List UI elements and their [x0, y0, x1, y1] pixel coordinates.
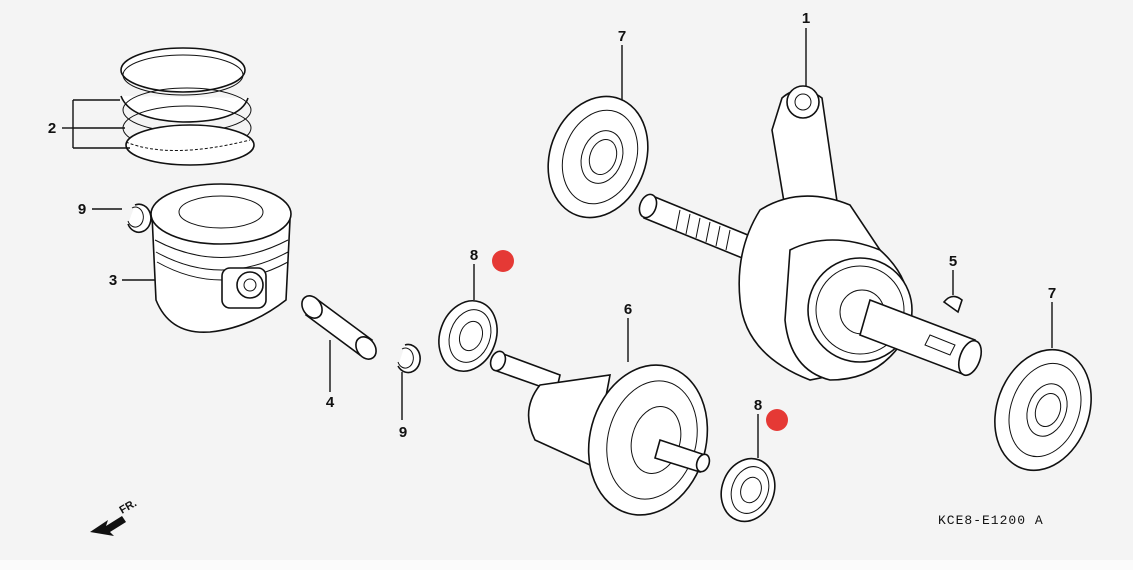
front-direction-arrow: FR.	[90, 497, 139, 536]
highlight-marker-upper[interactable]	[492, 250, 514, 272]
callout-4[interactable]: 4	[326, 394, 335, 411]
callout-9-top[interactable]: 9	[78, 201, 86, 218]
callouts: 1 2 3 4 5 6 7 7 8 8 9 9	[48, 10, 1056, 441]
callout-8-lower[interactable]: 8	[754, 397, 762, 414]
callout-6[interactable]: 6	[624, 301, 632, 318]
bottom-strip	[0, 560, 1133, 570]
leader-lines	[62, 28, 1053, 458]
callout-1[interactable]: 1	[802, 10, 810, 27]
woodruff-key[interactable]	[942, 295, 963, 314]
diagram-code: KCE8-E1200 A	[938, 513, 1044, 528]
highlight-marker-lower[interactable]	[766, 409, 788, 431]
callout-3[interactable]: 3	[109, 272, 117, 289]
crankshaft-assembly[interactable]	[636, 85, 985, 381]
callout-7-upper[interactable]: 7	[618, 28, 626, 45]
piston-pin-clip-bottom[interactable]	[397, 343, 421, 374]
bearing-small-lower[interactable]	[713, 451, 784, 529]
bearing-large-upper[interactable]	[532, 82, 665, 231]
callout-9-bottom[interactable]: 9	[399, 424, 407, 441]
front-arrow-icon	[90, 516, 126, 536]
callout-8-upper[interactable]: 8	[470, 247, 478, 264]
bearing-large-right[interactable]	[979, 336, 1108, 484]
bearing-small-upper[interactable]	[429, 293, 506, 380]
piston-pin[interactable]	[298, 292, 381, 363]
front-arrow-label: FR.	[118, 497, 139, 516]
callout-2[interactable]: 2	[48, 120, 56, 137]
callout-7-right[interactable]: 7	[1048, 285, 1056, 302]
balancer-shaft[interactable]	[488, 349, 724, 528]
piston-rings[interactable]	[120, 47, 255, 166]
piston[interactable]	[150, 183, 292, 333]
piston-pin-clip-top[interactable]	[127, 203, 152, 234]
callout-5[interactable]: 5	[949, 253, 957, 270]
